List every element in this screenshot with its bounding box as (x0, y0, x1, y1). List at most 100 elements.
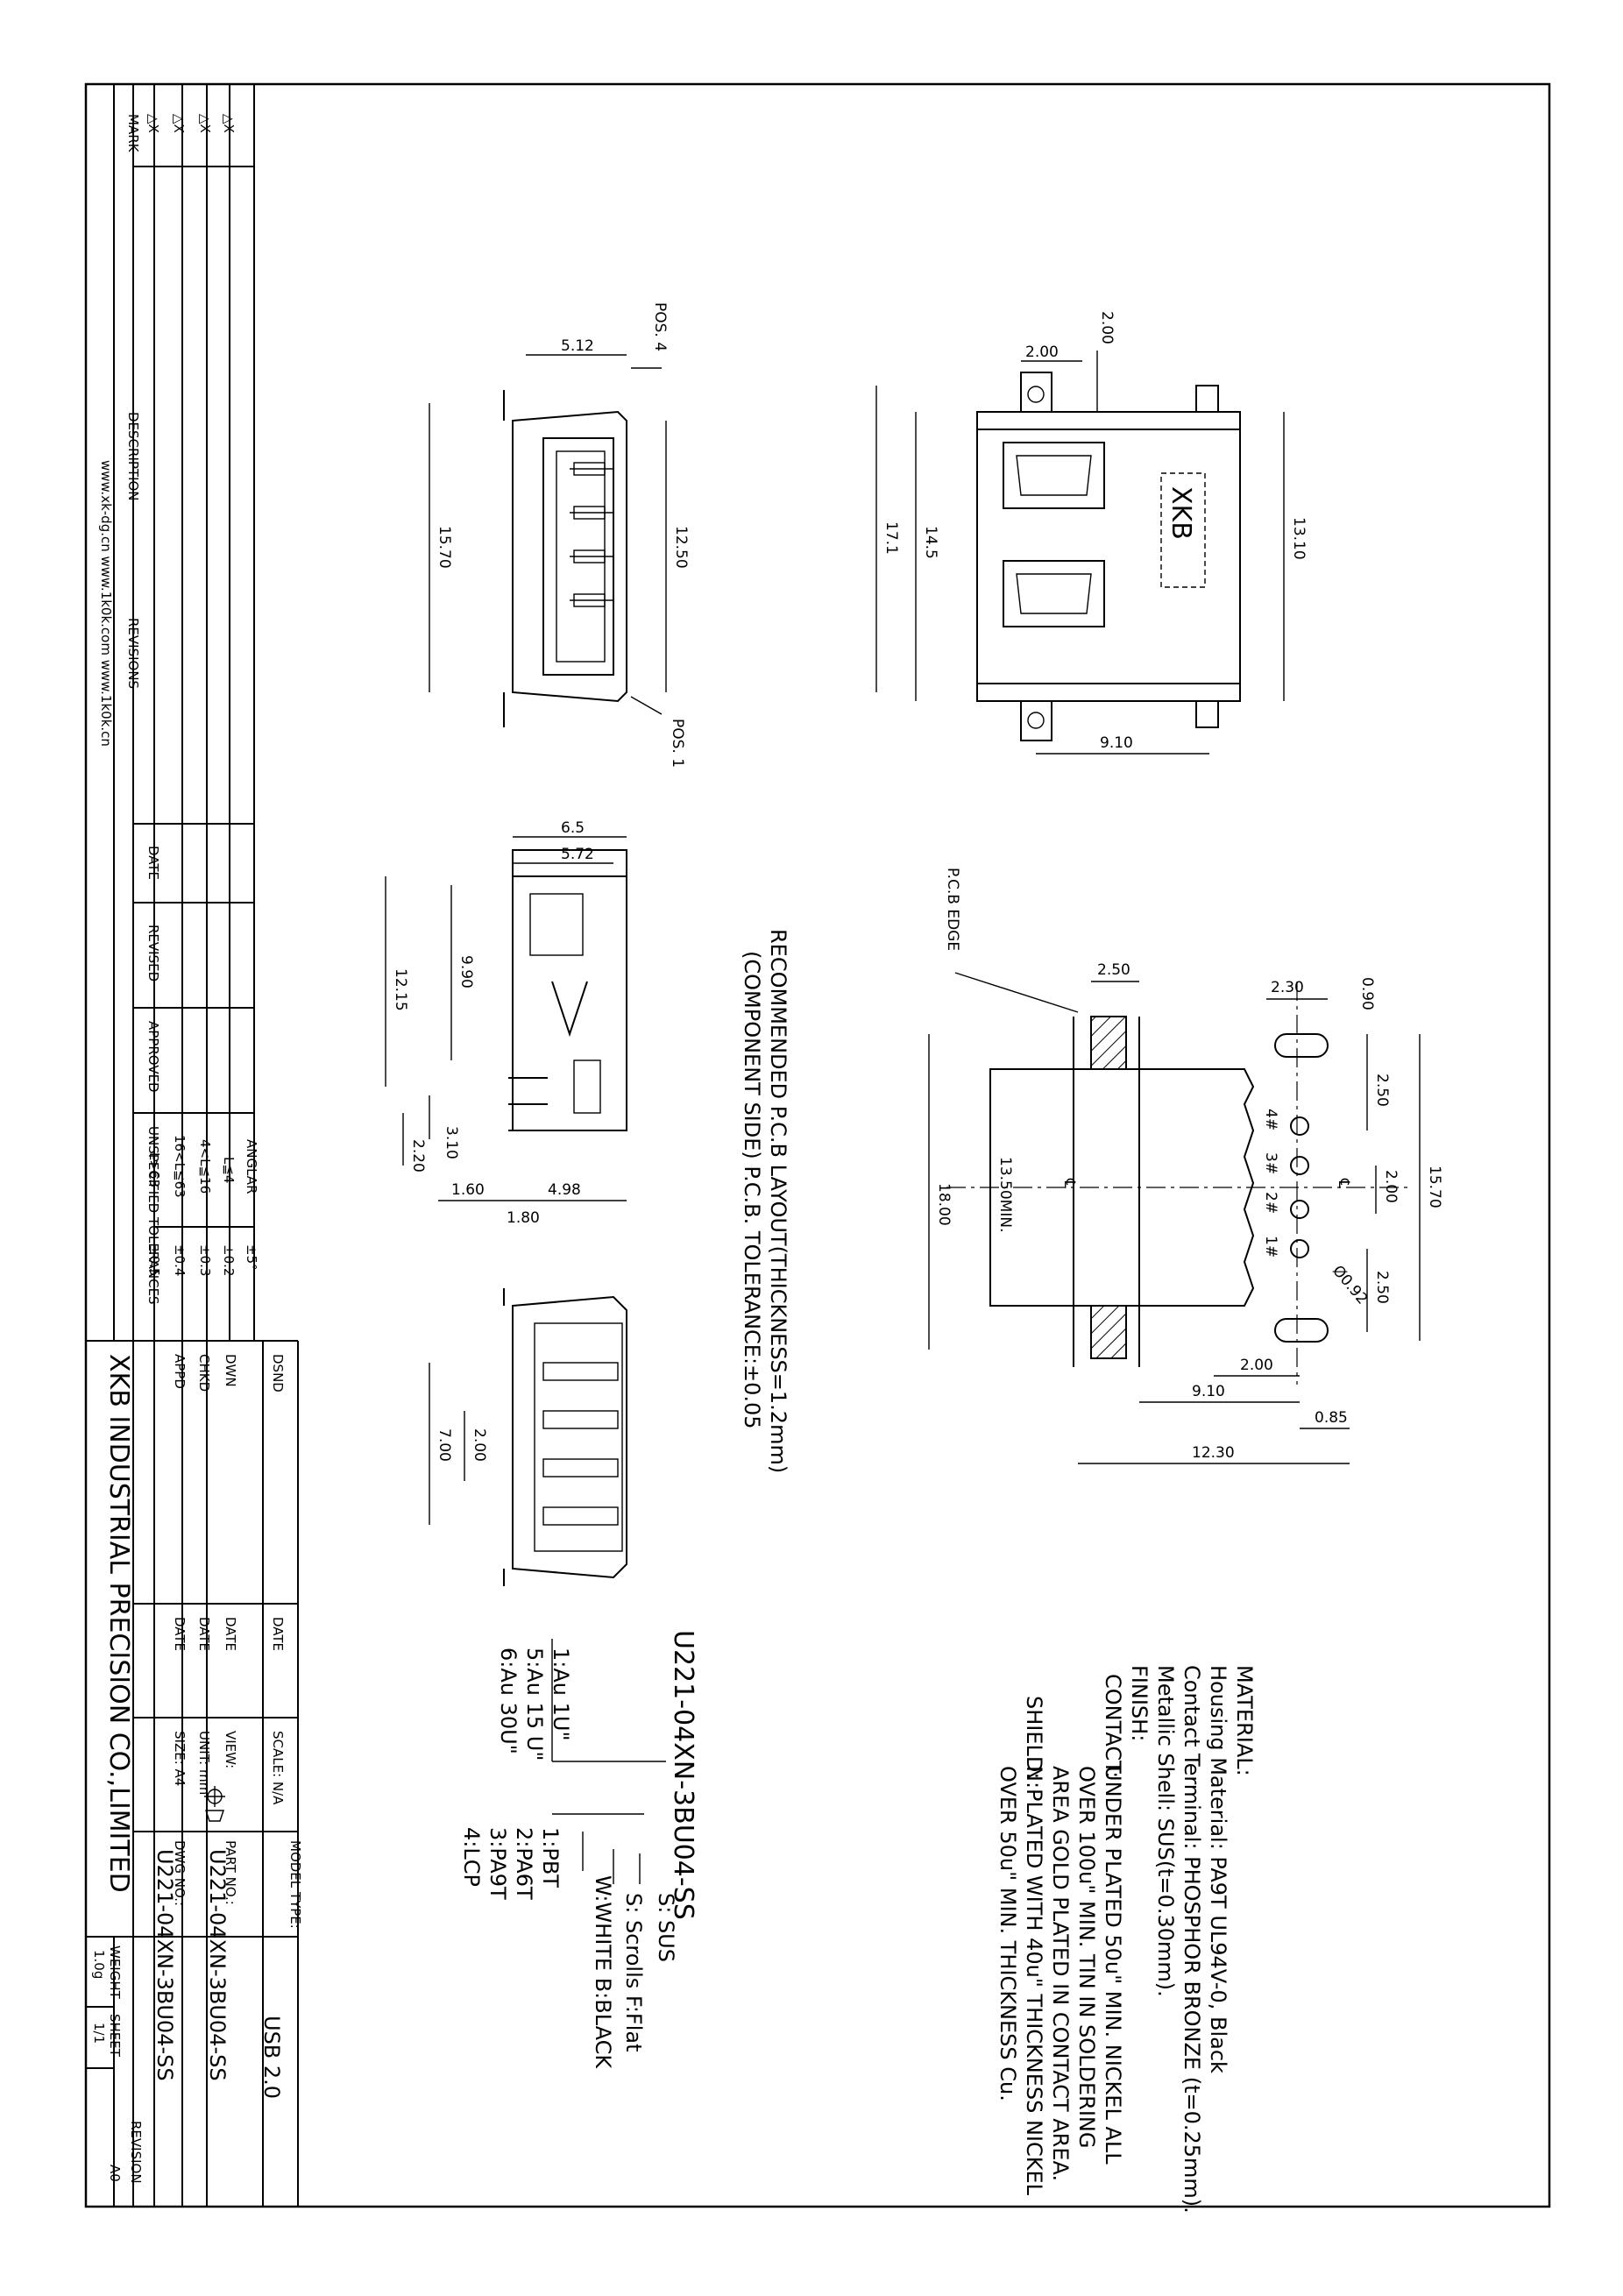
front-view: 5.12 15.70 12.50 POS. 4 POS. 1 (429, 302, 690, 768)
appd-label: APPD (172, 1354, 188, 1389)
dim-bottom-200: 2.00 (471, 1428, 488, 1462)
drawing-border (84, 82, 1551, 2208)
dwg-no: U221-04XN-3BU04-SS (152, 1849, 177, 2081)
tol-value-1: ±5° (244, 1244, 259, 1271)
scroll-opt: S: Scrolls F:Flat (621, 1893, 646, 2052)
tol-value-4: ±0.4 (172, 1244, 188, 1276)
plating-opt-2: 5:Au 15 U" (522, 1648, 547, 1761)
tol-value-2: ±0.2 (221, 1244, 237, 1276)
dim-pcb-250c: 2.50 (1373, 1271, 1391, 1304)
pcb-subtitle: (COMPONENT SIDE) P.C.B. TOLERANCE:±0.05 (740, 951, 764, 1429)
pin-2-label: 2# (1262, 1192, 1279, 1214)
dim-top-910: 9.10 (1100, 734, 1133, 752)
side-view: 6.5 5.72 12.15 9.90 3.10 2.20 1.60 4.98 … (385, 819, 627, 1227)
sheet-label: SHEET (107, 2014, 123, 2058)
housing-opt-3: 3:PA9T (485, 1827, 510, 1900)
tol-range-1: ANGLAR (244, 1139, 259, 1194)
color-opt: W:WHITE B:BLACK (591, 1875, 615, 2069)
company-name: XKB INDUSTRIAL PRECISION CO.,LIMITED (103, 1354, 134, 1893)
pin-1-label: 1# (1262, 1236, 1279, 1258)
size-label: SIZE: A4 (172, 1731, 188, 1786)
approved-header: APPROVED (145, 1021, 161, 1093)
shell-opt: S: SUS (654, 1893, 678, 1962)
tolerances-header: UNSPECIFIED TOLERANCES (145, 1126, 161, 1305)
revision-marks: MARK △X △X △X △X DESCRIPTION REVISIONS w… (98, 114, 237, 1305)
dim-pcb-1350: 13.50MIN. (996, 1157, 1014, 1232)
view-label: VIEW: (223, 1731, 238, 1768)
tol-range-3: 4<L≦16 (197, 1139, 213, 1194)
dim-pcb-250a: 2.50 (1097, 961, 1130, 979)
dim-side-180: 1.80 (507, 1209, 540, 1227)
dsnd-label: DSND (270, 1354, 286, 1392)
dim-pcb-090: 0.90 (1358, 977, 1376, 1010)
mark-2: △X (171, 114, 187, 133)
material-line-3: Metallic Shell: SUS(t=0.30mm). (1153, 1665, 1178, 1997)
material-line-2: Contact Terminal: PHOSPHOR BRONZE (t=0.2… (1180, 1665, 1204, 2214)
shield-line-2: OVER 50u" MIN. THICKNESS Cu. (996, 1766, 1020, 2101)
centerline-left: ℄ (1060, 1178, 1078, 1188)
dim-top-200b: 2.00 (1025, 344, 1059, 361)
revisions-header: REVISIONS (125, 618, 141, 689)
dim-front-1570: 15.70 (436, 526, 453, 569)
tol-range-2: L≦4 (221, 1157, 237, 1183)
pos4-label: POS. 4 (651, 302, 669, 351)
dim-bottom-700: 7.00 (436, 1428, 453, 1462)
weight-label: WEIGHT (107, 1945, 123, 2000)
centerline-right: ℄ (1335, 1178, 1352, 1188)
websites: www.xk-dg.cn www.1k0k.com www.1k0k.cn (98, 460, 114, 747)
mark-3: △X (197, 114, 213, 133)
material-heading: MATERIAL: (1232, 1665, 1257, 1776)
housing-opt-1: 1:PBT (538, 1827, 563, 1888)
mark-1: △X (145, 114, 161, 133)
dim-side-498: 4.98 (548, 1181, 581, 1199)
date-label-2: DATE (223, 1617, 238, 1651)
top-view: XKB 2.00 2.00 17.1 14.5 13.10 9.10 (875, 311, 1308, 755)
dim-pcb-200: 2.00 (1382, 1170, 1400, 1203)
housing-opt-2: 2:PA6T (512, 1827, 536, 1900)
pin-4-label: 4# (1262, 1109, 1279, 1130)
dim-pcb-1570: 15.70 (1426, 1166, 1443, 1208)
revised-header: REVISED (145, 925, 161, 981)
part-code: U221-04XN-3BU04-SS (668, 1630, 698, 1920)
date-header: DATE (145, 846, 161, 880)
material-notes: MATERIAL: Housing Material: PA9T UL94V-0… (996, 1665, 1257, 2214)
mark-header: MARK (125, 114, 141, 153)
contact-label: CONTACT: (1101, 1674, 1125, 1778)
contact-line-3: AREA GOLD PLATED IN CONTACT AREA. (1048, 1766, 1073, 2181)
description-header: DESCRIPTION (125, 412, 141, 501)
tol-range-4: 16<L≦63 (172, 1135, 188, 1198)
pos1-label: POS. 1 (669, 719, 686, 768)
dim-top-171: 17.1 (882, 521, 900, 555)
unit-label: UNIT: mm (196, 1731, 212, 1795)
dim-side-220: 2.20 (409, 1139, 427, 1173)
dim-top-200a: 2.00 (1098, 311, 1116, 344)
mark-4: △X (221, 114, 237, 133)
dim-side-990: 9.90 (457, 955, 475, 989)
logo-text: XKB (1166, 486, 1196, 540)
tol-value-5: ±0.5 (146, 1244, 162, 1276)
bottom-view: 7.00 2.00 (429, 1288, 627, 1586)
dwg-no-label: DWG NO.: (172, 1840, 188, 1906)
dim-top-145: 14.5 (922, 526, 939, 559)
contact-line-1: UNDER PLATED 50u" MIN. NICKEL ALL (1101, 1766, 1125, 2165)
part-no-label: PART NO.: (223, 1840, 238, 1905)
dim-pcb-1230: 12.30 (1192, 1444, 1235, 1462)
revision-label: REVISION (128, 2121, 144, 2184)
date-label-1: DATE (270, 1617, 286, 1651)
tol-range-5: L>63 (146, 1152, 162, 1187)
title-block: DSND DWN CHKD APPD DATE DATE DATE DATE X… (91, 1354, 303, 2184)
dim-side-310: 3.10 (443, 1126, 460, 1159)
shield-label: SHIELD: (1022, 1696, 1046, 1779)
tolerance-table: ANGLAR ±5° L≦4 ±0.2 4<L≦16 ±0.3 16<L≦63 … (146, 1135, 259, 1276)
plating-opt-1: 1:Au 1U" (549, 1648, 573, 1741)
sheet-value: 1/1 (91, 2023, 107, 2044)
pin-3-label: 3# (1262, 1152, 1279, 1174)
dim-pcb-092: Ø0.92 (1329, 1262, 1371, 1307)
dim-top-1310: 13.10 (1290, 517, 1308, 560)
shield-line-1: N:PLATED WITH 40u" THICKNESS NICKEL (1022, 1766, 1046, 2196)
dim-pcb-910: 9.10 (1192, 1383, 1225, 1400)
title-strip (86, 84, 299, 2207)
pcb-edge-label: P.C.B EDGE (944, 868, 961, 951)
model-type-label: MODEL TYPE: (287, 1840, 303, 1929)
